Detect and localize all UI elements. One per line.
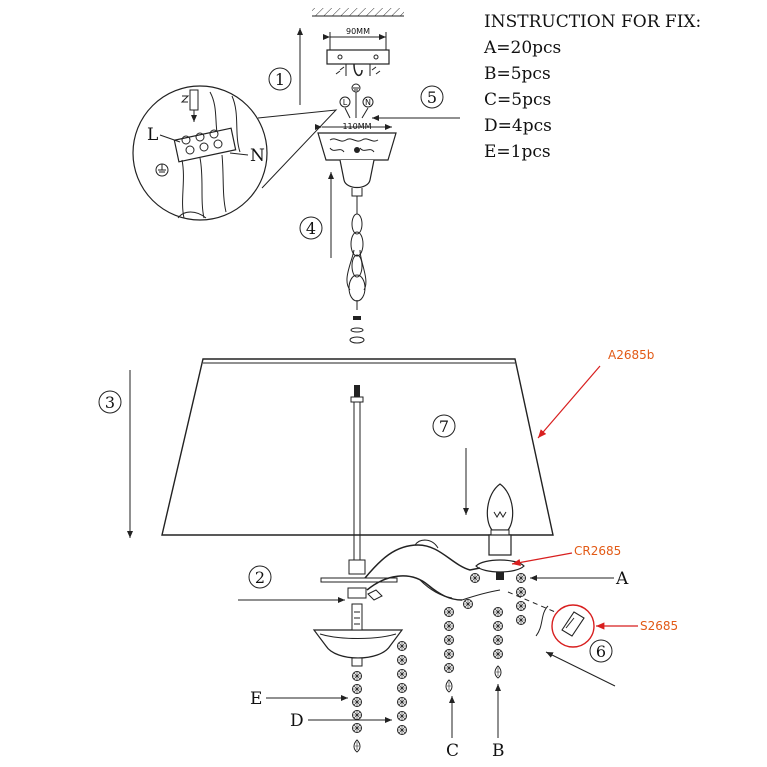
label-b: B bbox=[492, 684, 505, 761]
ceiling bbox=[312, 8, 404, 17]
bottom-bowl bbox=[312, 603, 404, 667]
chandelier-arm bbox=[320, 539, 501, 601]
lamp-shade bbox=[161, 358, 554, 536]
candle-bulb bbox=[475, 483, 525, 580]
bracket-dimension: 90MM bbox=[346, 27, 370, 36]
shade-callout-arrow bbox=[537, 365, 601, 439]
svg-text:D: D bbox=[290, 711, 304, 731]
mounting-bracket: 90MM bbox=[323, 27, 390, 77]
crystal-strand-d bbox=[397, 641, 407, 735]
label-d: D bbox=[290, 711, 392, 731]
instruction-title: INSTRUCTION FOR FIX: bbox=[484, 12, 702, 32]
terminal-symbols: L N bbox=[339, 83, 374, 119]
svg-text:E: E bbox=[250, 689, 262, 709]
part-label-candle-cup: CR2685 bbox=[574, 544, 621, 558]
svg-text:1: 1 bbox=[275, 70, 285, 89]
instruction-item-d: D=4pcs bbox=[484, 116, 552, 136]
svg-text:2: 2 bbox=[255, 568, 265, 587]
canopy-dimension: 110MM bbox=[342, 122, 371, 131]
label-e: E bbox=[250, 689, 348, 709]
svg-text:C: C bbox=[446, 741, 459, 761]
step-4-badge: 4 bbox=[299, 216, 323, 240]
clip-icon bbox=[561, 611, 585, 637]
crystal-clip-detail bbox=[507, 591, 616, 687]
instruction-item-e: E=1pcs bbox=[484, 142, 551, 162]
svg-text:5: 5 bbox=[427, 88, 437, 107]
svg-text:A: A bbox=[615, 569, 629, 589]
svg-text:3: 3 bbox=[105, 393, 115, 412]
neutral-label: N bbox=[250, 146, 265, 166]
candle-cup-icon bbox=[475, 559, 525, 573]
crystal-strand-c bbox=[444, 607, 454, 693]
part-label-shade: A2685b bbox=[608, 348, 654, 362]
label-c: C bbox=[446, 696, 459, 761]
instruction-item-c: C=5pcs bbox=[484, 90, 552, 110]
step-3-badge: 3 bbox=[98, 390, 122, 414]
terminal-block bbox=[173, 127, 237, 163]
svg-text:4: 4 bbox=[306, 219, 316, 238]
step-7-badge: 7 bbox=[432, 414, 456, 438]
instruction-item-b: B=5pcs bbox=[484, 64, 551, 84]
svg-text:6: 6 bbox=[596, 642, 606, 661]
neutral-symbol-icon bbox=[362, 96, 374, 108]
live-label: L bbox=[147, 125, 158, 145]
svg-text:L: L bbox=[343, 98, 348, 107]
instruction-item-a: A=20pcs bbox=[484, 38, 562, 58]
central-rod bbox=[348, 385, 366, 575]
svg-text:7: 7 bbox=[439, 417, 449, 436]
step-1-badge: 1 bbox=[268, 67, 292, 91]
live-symbol-icon bbox=[339, 96, 351, 108]
part-label-clip: S2685 bbox=[640, 619, 678, 633]
chain bbox=[346, 196, 367, 344]
candle-cup-callout-arrow bbox=[511, 552, 573, 567]
svg-text:B: B bbox=[492, 741, 505, 761]
step-2-badge: 2 bbox=[248, 565, 272, 589]
step-6-badge: 6 bbox=[589, 639, 613, 663]
crystal-strand-b bbox=[493, 607, 503, 679]
svg-text:N: N bbox=[365, 98, 371, 107]
step-5-badge: 5 bbox=[420, 85, 444, 109]
canopy: 110MM bbox=[315, 122, 397, 197]
label-a: A bbox=[530, 569, 629, 589]
crystal-strand-a bbox=[463, 573, 526, 625]
crystal-strand-e bbox=[352, 671, 362, 753]
wiring-detail: L N bbox=[132, 85, 338, 221]
